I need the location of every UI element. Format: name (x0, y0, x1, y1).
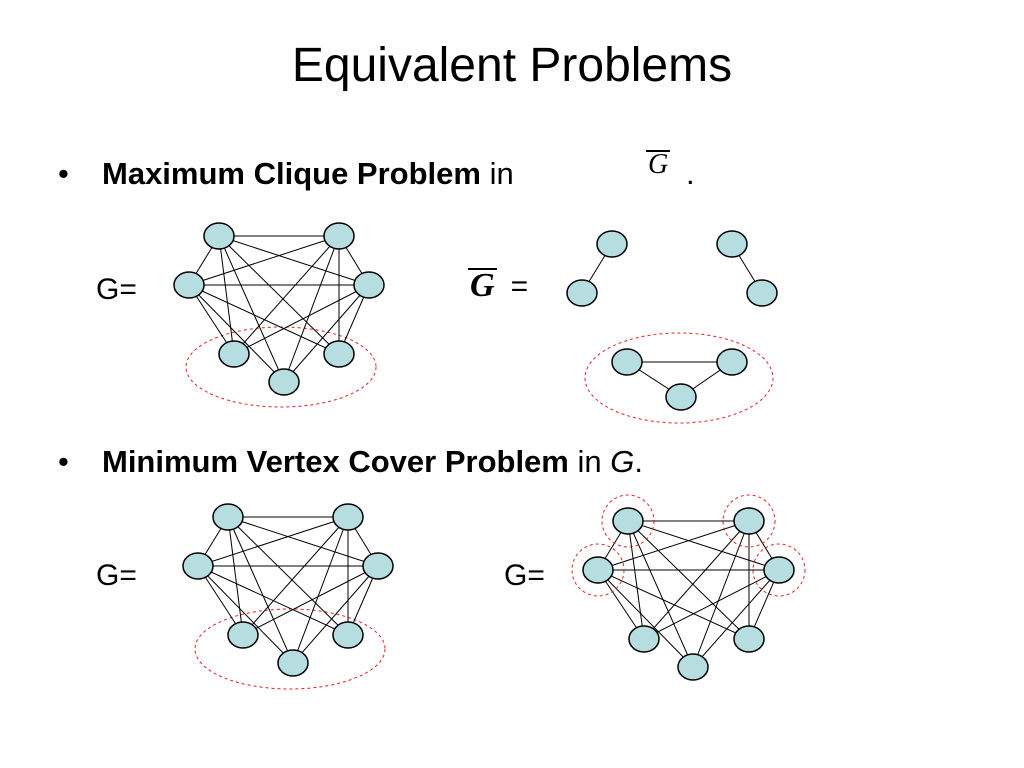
graph-node (332, 621, 364, 649)
slide-title: Equivalent Problems (291, 39, 733, 92)
graph-node (268, 368, 300, 396)
graph-node (733, 625, 765, 653)
complement-g-inline: G (646, 149, 671, 180)
graph-node (628, 625, 660, 653)
g-equals-label-3: G= (504, 559, 545, 592)
gbar-equals-sign: = (510, 270, 529, 303)
max-clique-rest: in (480, 156, 514, 191)
graph-node (612, 507, 644, 535)
bullet-symbol: • (58, 156, 69, 191)
graph-g-italic: G (610, 444, 635, 479)
graph-node (218, 340, 250, 368)
min-vertex-cover-bold: Minimum Vertex Cover Problem (102, 444, 569, 479)
max-clique-period: . (686, 156, 695, 191)
cover-vertex-ring (752, 543, 806, 597)
graph-node (353, 271, 385, 299)
bullet-max-clique: • Maximum Clique Problem in (58, 154, 514, 194)
cover-vertex-ring (601, 494, 655, 548)
g-equals-label-1: G= (96, 273, 137, 306)
cover-vertex-ring (722, 494, 776, 548)
cover-vertex-ring (571, 543, 625, 597)
graph-node (277, 649, 309, 677)
bullet-symbol-2: • (58, 444, 69, 479)
graph-node (716, 230, 748, 258)
excluded-set-ring (194, 608, 386, 690)
graph-g-clique-edges (188, 235, 370, 383)
graph-node (566, 279, 598, 307)
graph-node (611, 348, 643, 376)
max-clique-bold: Maximum Clique Problem (102, 156, 481, 191)
bullet-min-vertex-cover: • Minimum Vertex Cover Problem in G. (58, 442, 643, 482)
graph-g-clique (173, 222, 385, 408)
graph-node (362, 552, 394, 580)
graph-g-cover-right (571, 494, 806, 681)
graph-node (323, 222, 355, 250)
complement-g-symbol: G (468, 267, 497, 304)
graph-g-cover-left (182, 503, 394, 690)
min-vertex-cover-period: . (634, 444, 643, 479)
graph-node (212, 503, 244, 531)
graph-node (323, 340, 355, 368)
graph-node (665, 383, 697, 411)
graph-node (677, 653, 709, 681)
graph-node (596, 230, 628, 258)
min-vertex-cover-rest: in (568, 444, 611, 479)
graph-node (746, 279, 778, 307)
graph-node (332, 503, 364, 531)
graph-node (763, 556, 795, 584)
graph-node (227, 621, 259, 649)
graph-node (182, 552, 214, 580)
graph-node (733, 507, 765, 535)
graph-node (203, 222, 235, 250)
g-equals-label-2: G= (96, 559, 137, 592)
gbar-equals-label: G= (468, 268, 528, 304)
graph-node (716, 348, 748, 376)
graph-g-cover-right-edges (597, 520, 780, 668)
graph-node (582, 556, 614, 584)
graph-node (173, 271, 205, 299)
independent-set-ring (584, 332, 774, 424)
graph-complement (566, 230, 778, 424)
